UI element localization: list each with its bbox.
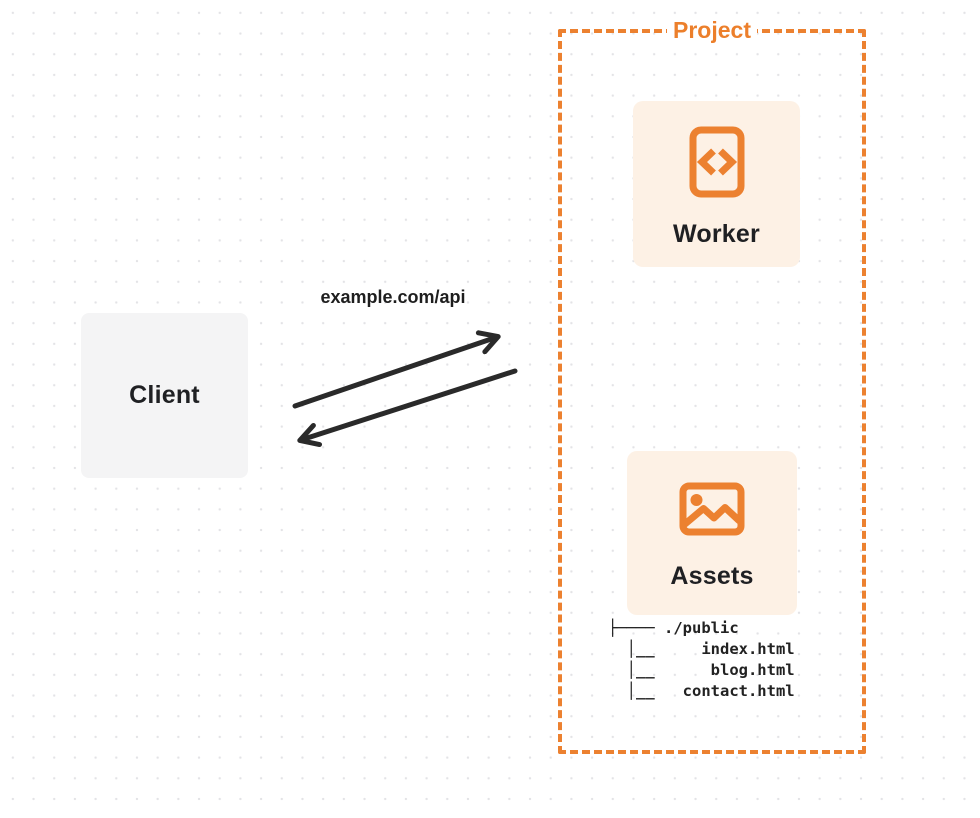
code-file-icon xyxy=(689,126,745,198)
response-arrow xyxy=(297,368,518,448)
worker-label: Worker xyxy=(673,220,760,248)
client-node: Client xyxy=(81,313,248,478)
request-arrow xyxy=(292,330,501,409)
assets-file-tree: ├──── ./public │__ index.html │__ blog.h… xyxy=(608,619,795,700)
project-boundary: Project xyxy=(558,16,866,754)
image-icon xyxy=(679,482,745,536)
project-title: Project xyxy=(667,16,757,44)
assets-node: Assets xyxy=(627,451,797,615)
request-url-label: example.com/api xyxy=(320,287,466,307)
assets-label: Assets xyxy=(670,562,754,590)
client-label: Client xyxy=(129,381,200,409)
worker-node: Worker xyxy=(633,101,800,267)
